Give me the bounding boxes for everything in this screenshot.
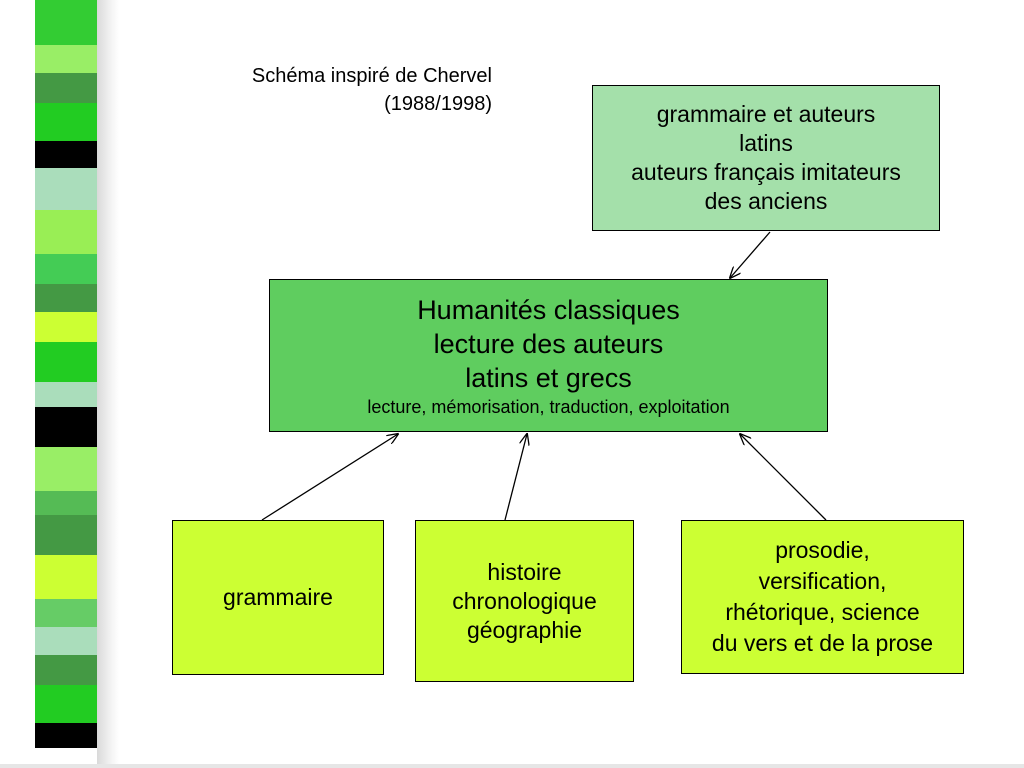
caption-line-1: Schéma inspiré de Chervel [251,65,492,87]
latin-authors-line-1: grammaire et auteurs [656,101,876,127]
stripe-segment [35,685,97,723]
humanities-line-3: latins et grecs [465,362,632,393]
arrow-prosody-to-center [740,434,827,521]
history-line-3: géographie [466,616,583,643]
arrow-history-to-center [504,434,527,521]
stripe-segment [35,407,97,447]
stripe-segment [35,723,97,748]
history-box: histoire chronologique géographie [415,520,634,682]
stripe-segment [35,73,97,103]
latin-authors-line-3: auteurs français imitateurs [631,159,901,185]
history-line-2: chronologique [452,587,597,614]
stripe-segment [35,168,97,210]
stripe-segment [35,103,97,141]
stripe-segment [35,312,97,342]
stripe-segment [35,0,97,45]
stripe-segment [35,555,97,599]
stripe-segment [35,284,97,312]
stripe-segment [35,45,97,73]
history-line-1: histoire [487,558,562,585]
bottom-edge [0,764,1024,768]
prosody-line-1: prosodie, [775,537,870,563]
stripe-segment [35,599,97,627]
stripe-segment [35,627,97,655]
source-caption: Schéma inspiré de Chervel (1988/1998) [140,62,492,118]
stripe-segment [35,655,97,685]
grammar-line-1: grammaire [223,584,333,610]
caption-line-2: (1988/1998) [384,93,492,115]
stripe-segment [35,210,97,254]
stripe-segment [35,515,97,555]
latin-authors-line-2: latins [739,130,793,156]
prosody-box: prosodie, versification, rhétorique, sci… [681,520,964,674]
humanities-line-1: Humanités classiques [417,294,680,325]
stripe-segment [35,491,97,515]
stripe-segment [35,447,97,491]
latin-authors-box: grammaire et auteurs latins auteurs fran… [592,85,940,231]
stripe-shadow [97,0,119,768]
humanities-line-4: lecture, mémorisation, traduction, explo… [367,396,730,417]
prosody-line-2: versification, [758,568,887,594]
decorative-stripe [35,0,97,768]
prosody-line-3: rhétorique, science [725,599,920,625]
latin-authors-line-4: des anciens [704,188,828,214]
prosody-line-4: du vers et de la prose [711,630,934,656]
stripe-segment [35,254,97,284]
arrow-grammar-to-center [261,434,398,521]
humanities-line-2: lecture des auteurs [433,328,664,359]
stripe-segment [35,141,97,168]
stripe-segment [35,382,97,407]
stripe-segment [35,342,97,382]
grammar-box: grammaire [172,520,384,675]
humanities-box: Humanités classiques lecture des auteurs… [269,279,828,432]
arrow-top-to-center [730,231,771,278]
